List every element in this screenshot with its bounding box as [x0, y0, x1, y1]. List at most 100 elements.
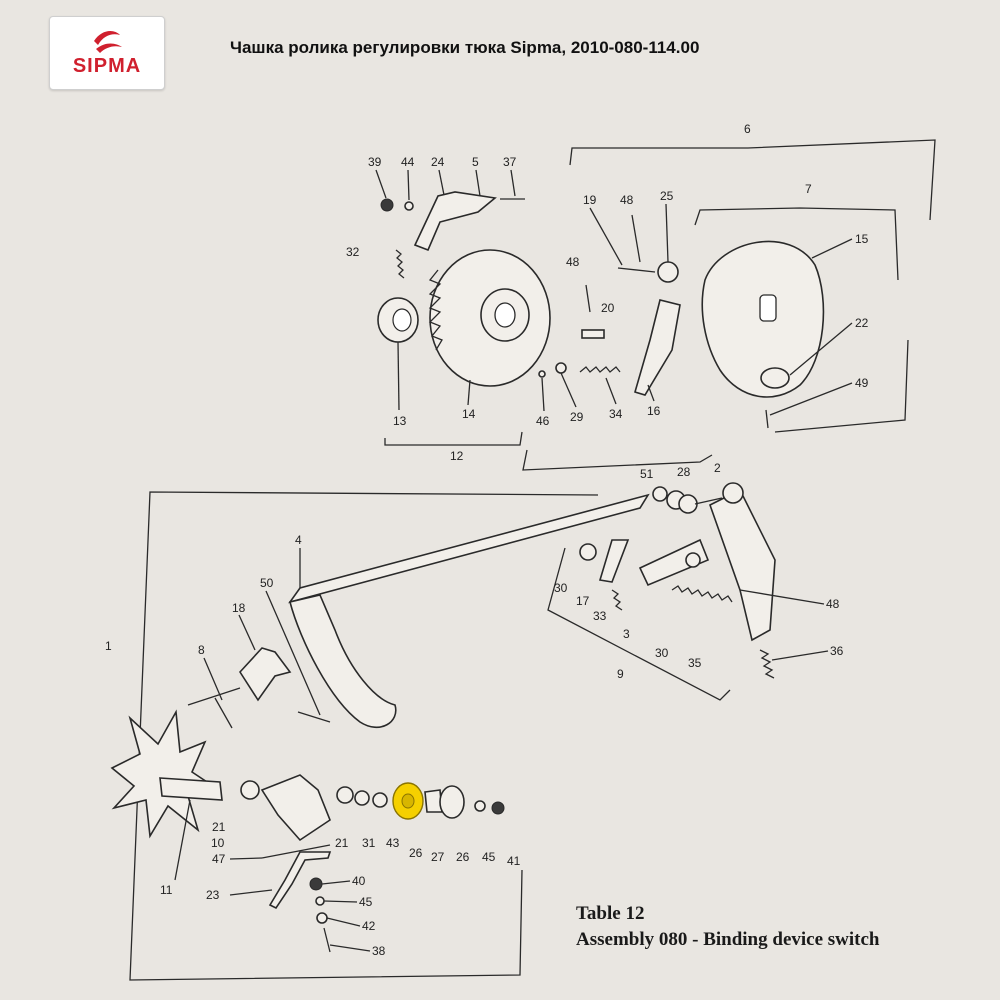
- label-26-highlighted: 26: [409, 846, 423, 860]
- table-number: Table 12: [576, 903, 645, 924]
- label-5: 5: [472, 155, 479, 169]
- ratchet-teeth: [428, 269, 443, 351]
- label-24: 24: [431, 155, 445, 169]
- label-7: 7: [805, 182, 812, 196]
- pin-49: [765, 409, 769, 429]
- washer-44: [404, 201, 414, 211]
- label-25: 25: [660, 189, 674, 203]
- label-34: 34: [609, 407, 623, 421]
- spring-33: [611, 589, 623, 611]
- washer-28b: [678, 494, 698, 514]
- label-26-right: 26: [456, 850, 470, 864]
- pin-20: [581, 329, 605, 339]
- roller-22: [760, 367, 790, 389]
- label-20: 20: [601, 301, 615, 315]
- label-49: 49: [855, 376, 869, 390]
- label-39: 39: [368, 155, 382, 169]
- spring-36: [759, 649, 775, 679]
- label-8: 8: [198, 643, 205, 657]
- pin-48-lower: [585, 284, 591, 313]
- label-50: 50: [260, 576, 274, 590]
- label-48-top: 48: [620, 193, 634, 207]
- label-51: 51: [640, 467, 654, 481]
- hook-4: [289, 594, 397, 728]
- logo-swoosh-icon: [94, 31, 122, 53]
- label-9: 9: [617, 667, 624, 681]
- lever-16: [634, 299, 681, 396]
- spring-32: [395, 249, 405, 279]
- washer-42: [316, 912, 328, 924]
- cup-26b: [439, 785, 465, 819]
- label-17: 17: [576, 594, 590, 608]
- label-38: 38: [372, 944, 386, 958]
- label-29: 29: [570, 410, 584, 424]
- label-42: 42: [362, 919, 376, 933]
- label-41: 41: [507, 854, 521, 868]
- label-37: 37: [503, 155, 517, 169]
- assembly-title: Assembly 080 - Binding device switch: [576, 929, 880, 950]
- label-46: 46: [536, 414, 550, 428]
- label-32: 32: [346, 245, 360, 259]
- washer-45a: [474, 800, 486, 812]
- label-21-right: 21: [335, 836, 349, 850]
- label-40: 40: [352, 874, 366, 888]
- label-45-upper: 45: [482, 850, 496, 864]
- plate-3: [709, 488, 776, 642]
- label-47: 47: [212, 852, 226, 866]
- label-21-left: 21: [212, 820, 226, 834]
- star-wheel-11: [110, 709, 218, 839]
- label-3: 3: [623, 627, 630, 641]
- label-23: 23: [206, 888, 220, 902]
- label-1: 1: [105, 639, 112, 653]
- lever-23: [268, 851, 332, 910]
- bracket-assembly-1: [129, 491, 599, 981]
- washer-43: [372, 792, 388, 808]
- pin-50: [297, 711, 331, 723]
- label-33: 33: [593, 609, 607, 623]
- ratchet-bore: [494, 302, 516, 328]
- label-30-mid: 30: [655, 646, 669, 660]
- ring-46: [538, 370, 546, 378]
- label-28: 28: [677, 465, 691, 479]
- logo-wordmark: SIPMA: [72, 55, 142, 77]
- washer-31: [354, 790, 370, 806]
- shaft-11: [159, 777, 223, 801]
- washer-51: [652, 486, 668, 502]
- roller-25: [657, 261, 679, 283]
- label-36: 36: [830, 644, 844, 658]
- page-title: Чашка ролика регулировки тюка Sipma, 201…: [230, 38, 700, 57]
- bolt-38: [323, 927, 331, 953]
- pin-19: [617, 267, 656, 273]
- label-27: 27: [431, 850, 445, 864]
- label-14: 14: [462, 407, 476, 421]
- pin-47: [261, 844, 331, 859]
- nut-40: [309, 877, 323, 891]
- washer-29: [555, 362, 567, 374]
- label-6: 6: [744, 122, 751, 136]
- bracket-10: [260, 774, 331, 842]
- t-handle-8: [187, 687, 241, 729]
- plate-17: [598, 539, 630, 583]
- knob-18: [238, 647, 292, 702]
- bracket-assembly-12: [384, 431, 523, 446]
- washer-21b: [336, 786, 354, 804]
- label-22: 22: [855, 316, 869, 330]
- bracket-assembly-6-bottom: [522, 449, 713, 471]
- nut-41: [491, 801, 505, 815]
- bracket-3: [638, 538, 710, 587]
- bracket-assembly-7: [694, 207, 899, 281]
- washer-45b: [315, 896, 325, 906]
- plate-roller: [722, 482, 744, 504]
- bracket-assembly-7-bottom: [774, 339, 909, 433]
- rod-4: [288, 493, 650, 604]
- bushing-bore: [392, 308, 412, 332]
- nut-39: [380, 198, 394, 212]
- washer-21a: [240, 780, 260, 800]
- sipma-logo: SIPMA: [49, 16, 165, 90]
- label-30-left: 30: [554, 581, 568, 595]
- cup-26-bore: [401, 793, 415, 809]
- label-35: 35: [688, 656, 702, 670]
- label-15: 15: [855, 232, 869, 246]
